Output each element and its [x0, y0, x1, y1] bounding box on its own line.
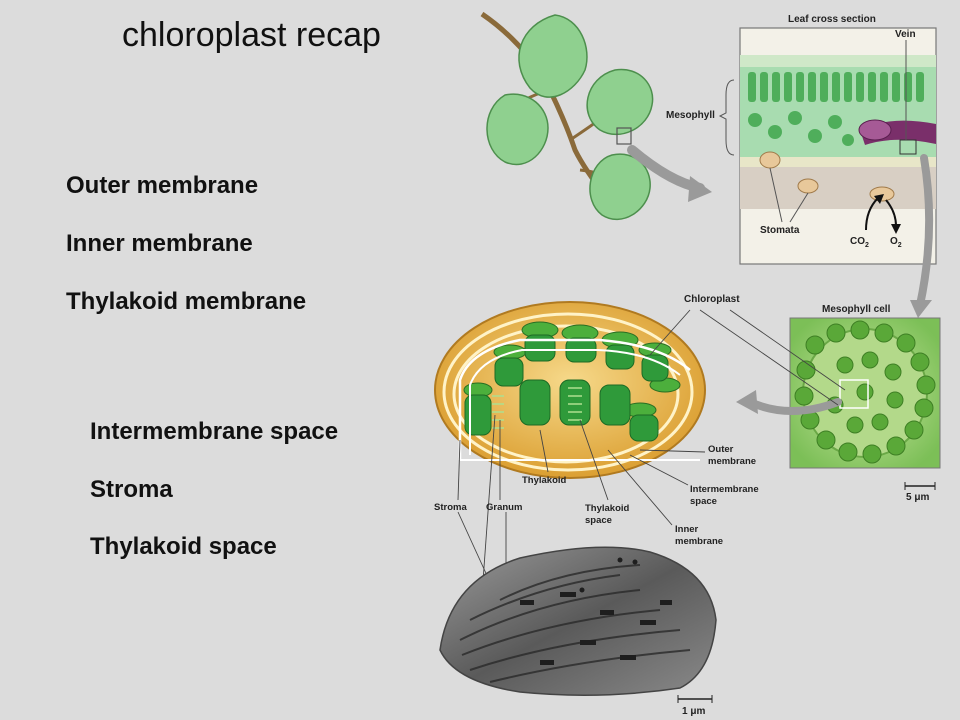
term-stroma: Stroma	[90, 476, 173, 503]
term-outer-membrane: Outer membrane	[66, 172, 259, 199]
term-intermembrane-space: Intermembrane space	[90, 418, 339, 445]
slide-title: chloroplast recap	[122, 16, 381, 54]
mesophyll-label: Mesophyll	[666, 110, 715, 121]
vein-label: Vein	[895, 29, 916, 40]
intermembrane-label-line1: Intermembrane	[690, 484, 759, 495]
svg-text:CO2: CO2	[850, 236, 869, 249]
inner-membrane-label-line1: Inner	[675, 524, 699, 535]
inner-membrane-label-line2: membrane	[675, 536, 723, 547]
o2-subscript: 2	[898, 242, 902, 249]
term-thylakoid-space: Thylakoid space	[90, 533, 277, 560]
thylakoid-space-label-line2: space	[585, 515, 612, 526]
co2-subscript: 2	[865, 242, 869, 249]
chloroplast-label: Chloroplast	[684, 294, 740, 305]
zoom-arrow-to-chloroplast	[746, 398, 842, 415]
stroma-label: Stroma	[434, 502, 467, 513]
chloroplast-3d-illustration	[434, 301, 706, 479]
mesophyll-cell-micrograph: Mesophyll cell 5 μm	[789, 304, 941, 503]
stomata-label: Stomata	[760, 225, 800, 236]
mesophyll-cell-label: Mesophyll cell	[822, 304, 891, 315]
leaf-cross-section: Leaf cross section Vein Mesophyll	[666, 14, 937, 265]
chloroplast-labels	[457, 309, 846, 605]
term-inner-membrane: Inner membrane	[66, 230, 253, 257]
outer-membrane-label-line2: membrane	[708, 456, 756, 467]
intermembrane-label-line2: space	[690, 496, 717, 507]
leaf-branch-illustration	[480, 11, 712, 221]
zoom-arrow-to-cell	[916, 154, 934, 309]
thylakoid-label: Thylakoid	[522, 475, 567, 486]
granum-label: Granum	[486, 502, 522, 513]
o2-label: O	[890, 236, 898, 247]
chloroplast-electron-micrograph: 1 μm	[439, 546, 717, 717]
outer-membrane-label-line1: Outer	[708, 444, 734, 455]
term-thylakoid-membrane: Thylakoid membrane	[66, 288, 307, 315]
leaf-cross-section-label: Leaf cross section	[788, 14, 876, 25]
svg-text:O2: O2	[890, 236, 902, 249]
scale-bar-5um-label: 5 μm	[906, 492, 929, 503]
thylakoid-space-label-line1: Thylakoid	[585, 503, 630, 514]
scale-bar-1um-label: 1 μm	[682, 706, 705, 717]
co2-label: CO	[850, 236, 865, 247]
